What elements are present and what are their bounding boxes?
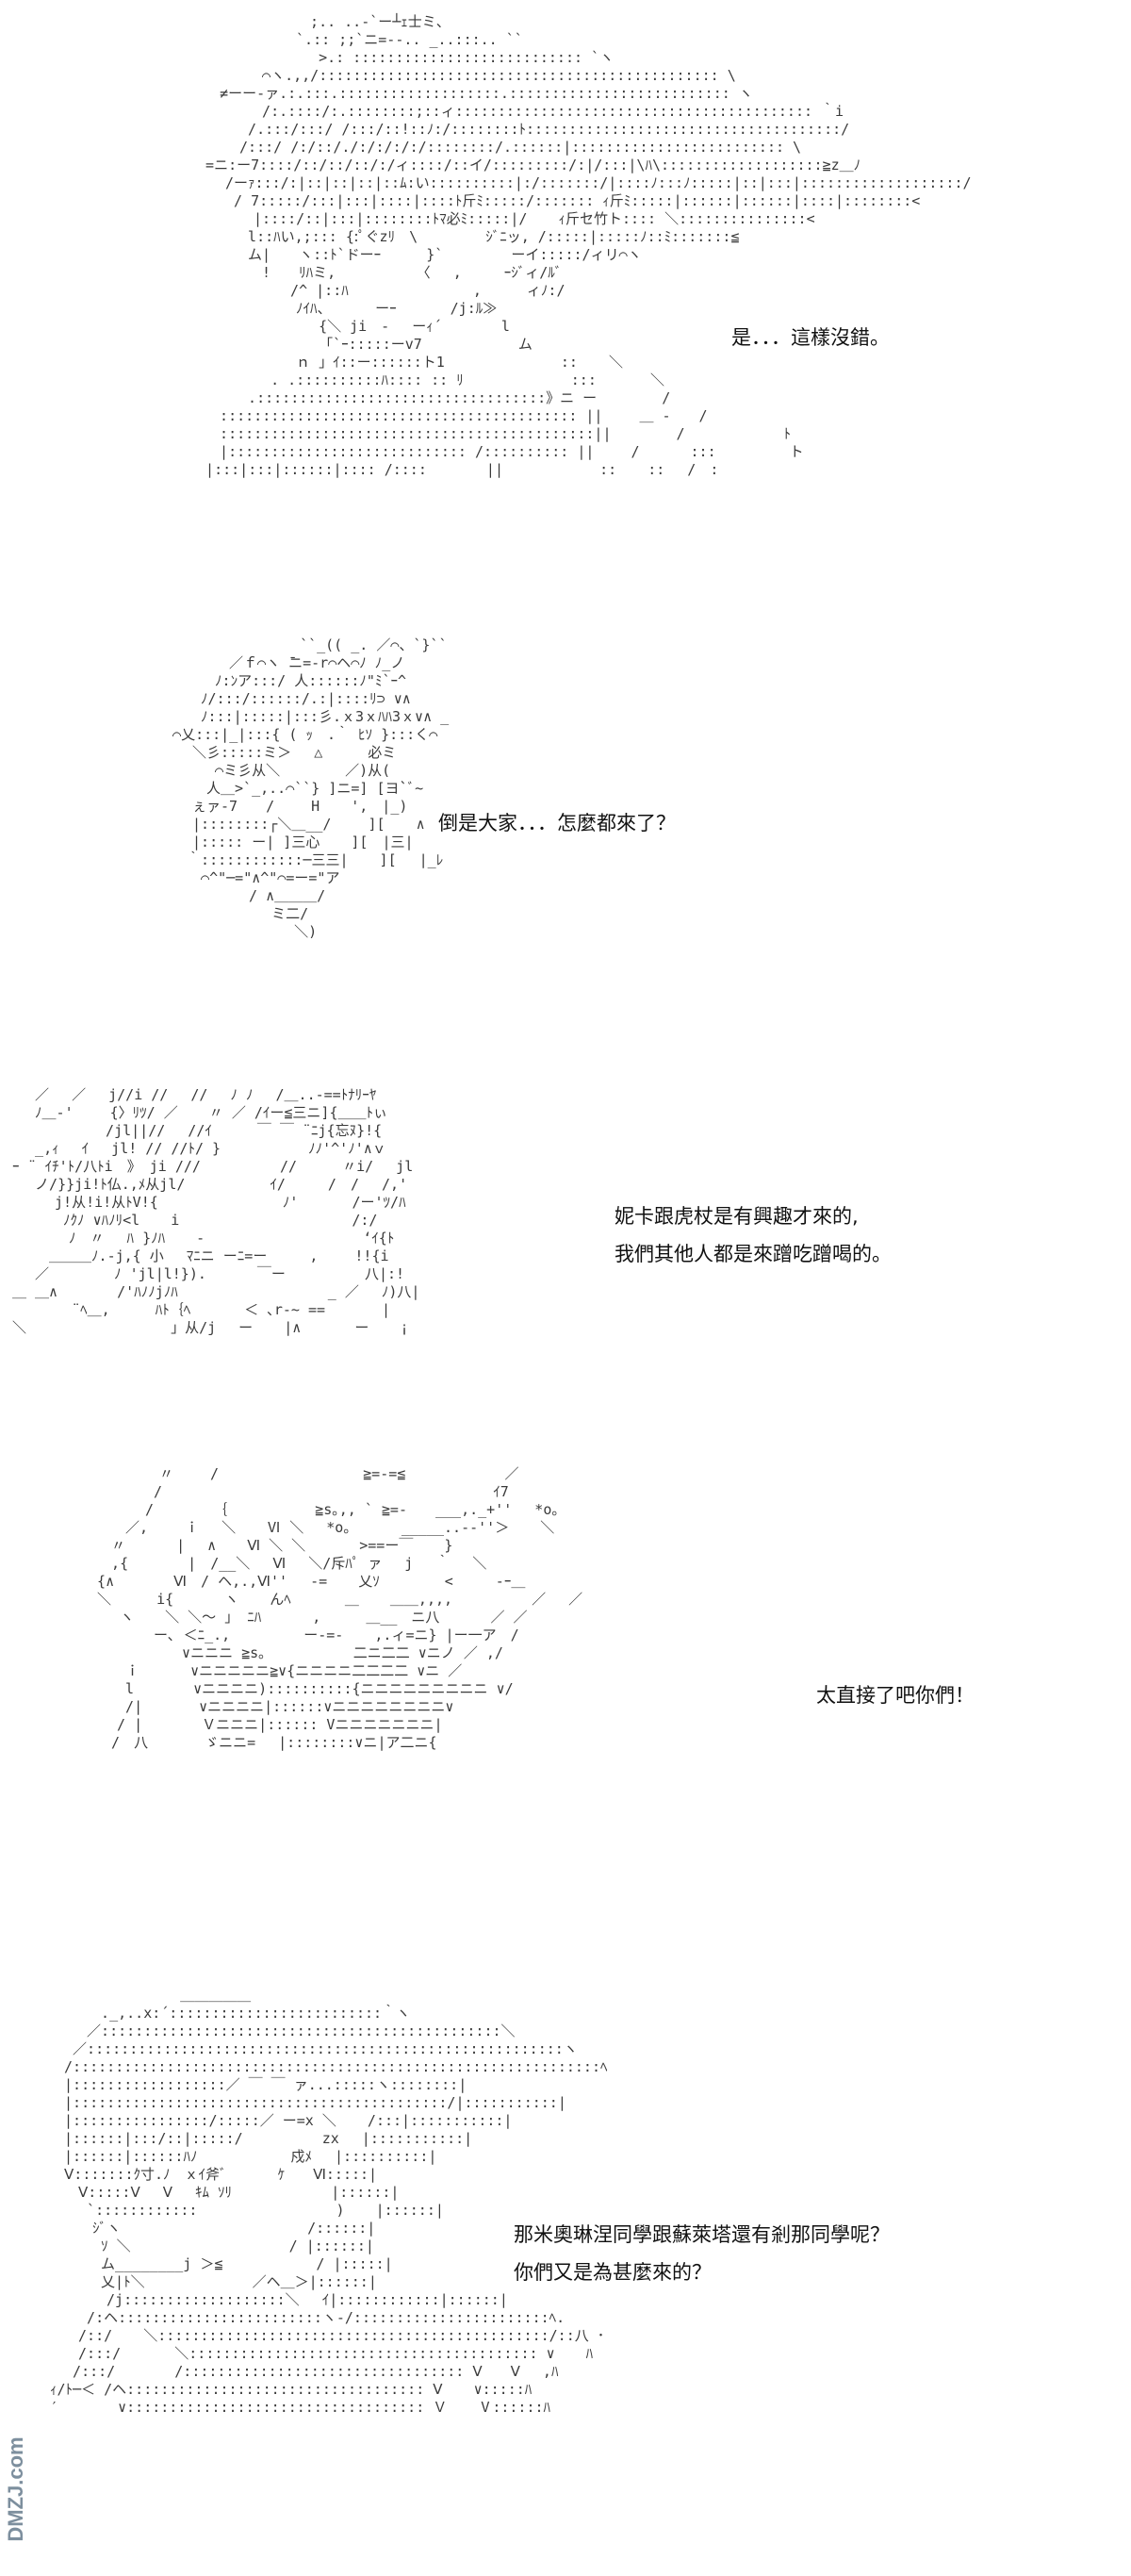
caption-4: 太直接了吧你們！ [816,1676,975,1714]
ascii-art-5: ＿＿＿＿＿ ._,..x:´:::::::::::::::::::::::::｀… [50,1987,608,2416]
watermark-text: DMZJ.com [4,2436,27,2541]
caption-line: 妮卡跟虎杖是有興趣才來的, [615,1205,859,1228]
panel-2: ``_(( _. ／⌒、`}`` ／ｆ⌒ヽ ̄ニ=-r⌒ヘ⌒ﾉ ﾉ_ノ ﾉ:ﾝア… [0,618,1131,1061]
watermark-logo: DMZJ.com [4,2436,27,2541]
caption-line: 是．．．這樣沒錯。 [731,326,890,349]
panel-4: 〃 / ≧=-=≦ ／ / ｲ7 / ｛ ≧s｡,, ` ≧=- ___,._+… [0,1452,1131,1952]
caption-line: 倒是大家．．．怎麼都來了？ [438,812,676,834]
caption-3: 妮卡跟虎杖是有興趣才來的, 我們其他人都是來蹭吃蹭喝的。 [615,1197,892,1273]
caption-line: 太直接了吧你們！ [816,1684,975,1707]
caption-1: 是．．．這樣沒錯。 [731,319,890,356]
caption-line: 那米奧琳涅同學跟蘇萊塔還有剎那同學呢？ [514,2223,890,2246]
ascii-art-1: ;.. ..-`ー┴ｪ士ミ、 `.:: ;;`ニ=--.. _..:::.. `… [205,13,972,478]
caption-line: 你們又是為甚麼來的？ [514,2261,712,2284]
caption-2: 倒是大家．．．怎麼都來了？ [438,804,676,842]
caption-line: 我們其他人都是來蹭吃蹭喝的。 [615,1243,892,1265]
panel-1: ;.. ..-`ー┴ｪ士ミ、 `.:: ;;`ニ=--.. _..:::.. `… [0,0,1131,603]
panel-3: ／ ／ j//i // // ﾉ ﾉ /＿..-==ﾄﾅﾘｰﾔ ﾉ＿-' {〉ﾘ… [0,1075,1131,1433]
ascii-art-4: 〃 / ≧=-=≦ ／ / ｲ7 / ｛ ≧s｡,, ` ≧=- ___,._+… [97,1465,583,1751]
ascii-art-2: ``_(( _. ／⌒、`}`` ／ｆ⌒ヽ ̄ニ=-r⌒ヘ⌒ﾉ ﾉ_ノ ﾉ:ﾝア… [172,636,450,940]
caption-5: 那米奧琳涅同學跟蘇萊塔還有剎那同學呢？ 你們又是為甚麼來的？ [514,2216,890,2291]
ascii-art-3: ／ ／ j//i // // ﾉ ﾉ /＿..-==ﾄﾅﾘｰﾔ ﾉ＿-' {〉ﾘ… [12,1086,420,1336]
panel-5: ＿＿＿＿＿ ._,..x:´:::::::::::::::::::::::::｀… [0,1975,1131,2576]
